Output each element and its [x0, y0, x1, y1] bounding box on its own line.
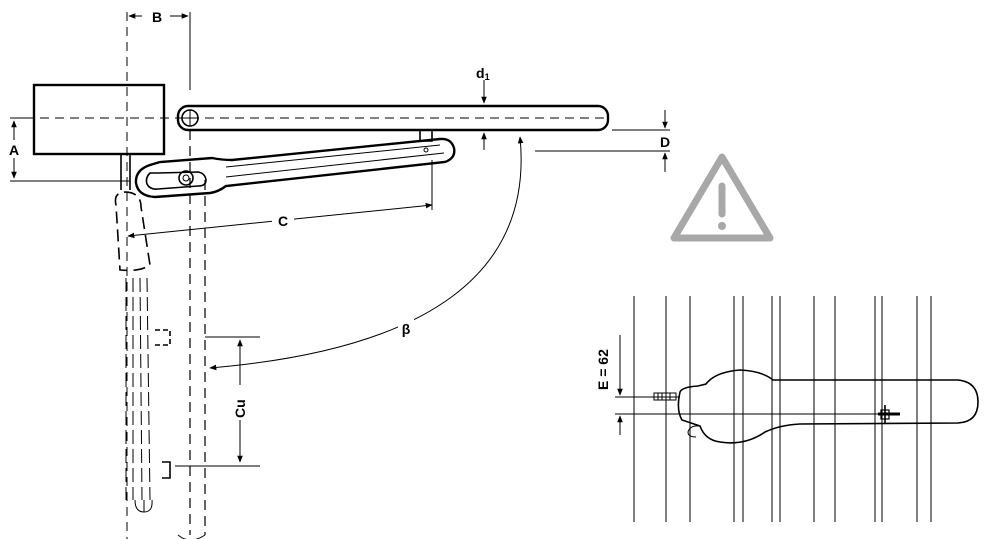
label-d1: d1	[476, 65, 490, 82]
operator-open-arm	[125, 277, 153, 513]
label-D: D	[660, 134, 670, 150]
opening-arc-beta	[209, 136, 524, 371]
label-B: B	[152, 9, 162, 25]
operator-open-position	[114, 191, 151, 272]
gate-leaf	[176, 104, 610, 132]
label-C: C	[278, 213, 288, 229]
label-E: E = 62	[595, 349, 611, 390]
pillar	[32, 83, 166, 156]
label-Cu: Cu	[232, 399, 248, 418]
label-A: A	[9, 142, 19, 158]
label-beta: β	[402, 321, 411, 337]
operator-detail-body	[677, 369, 979, 444]
warning-triangle-icon	[670, 153, 774, 242]
detail-view: E = 62	[595, 296, 979, 522]
operator-body	[134, 137, 456, 199]
